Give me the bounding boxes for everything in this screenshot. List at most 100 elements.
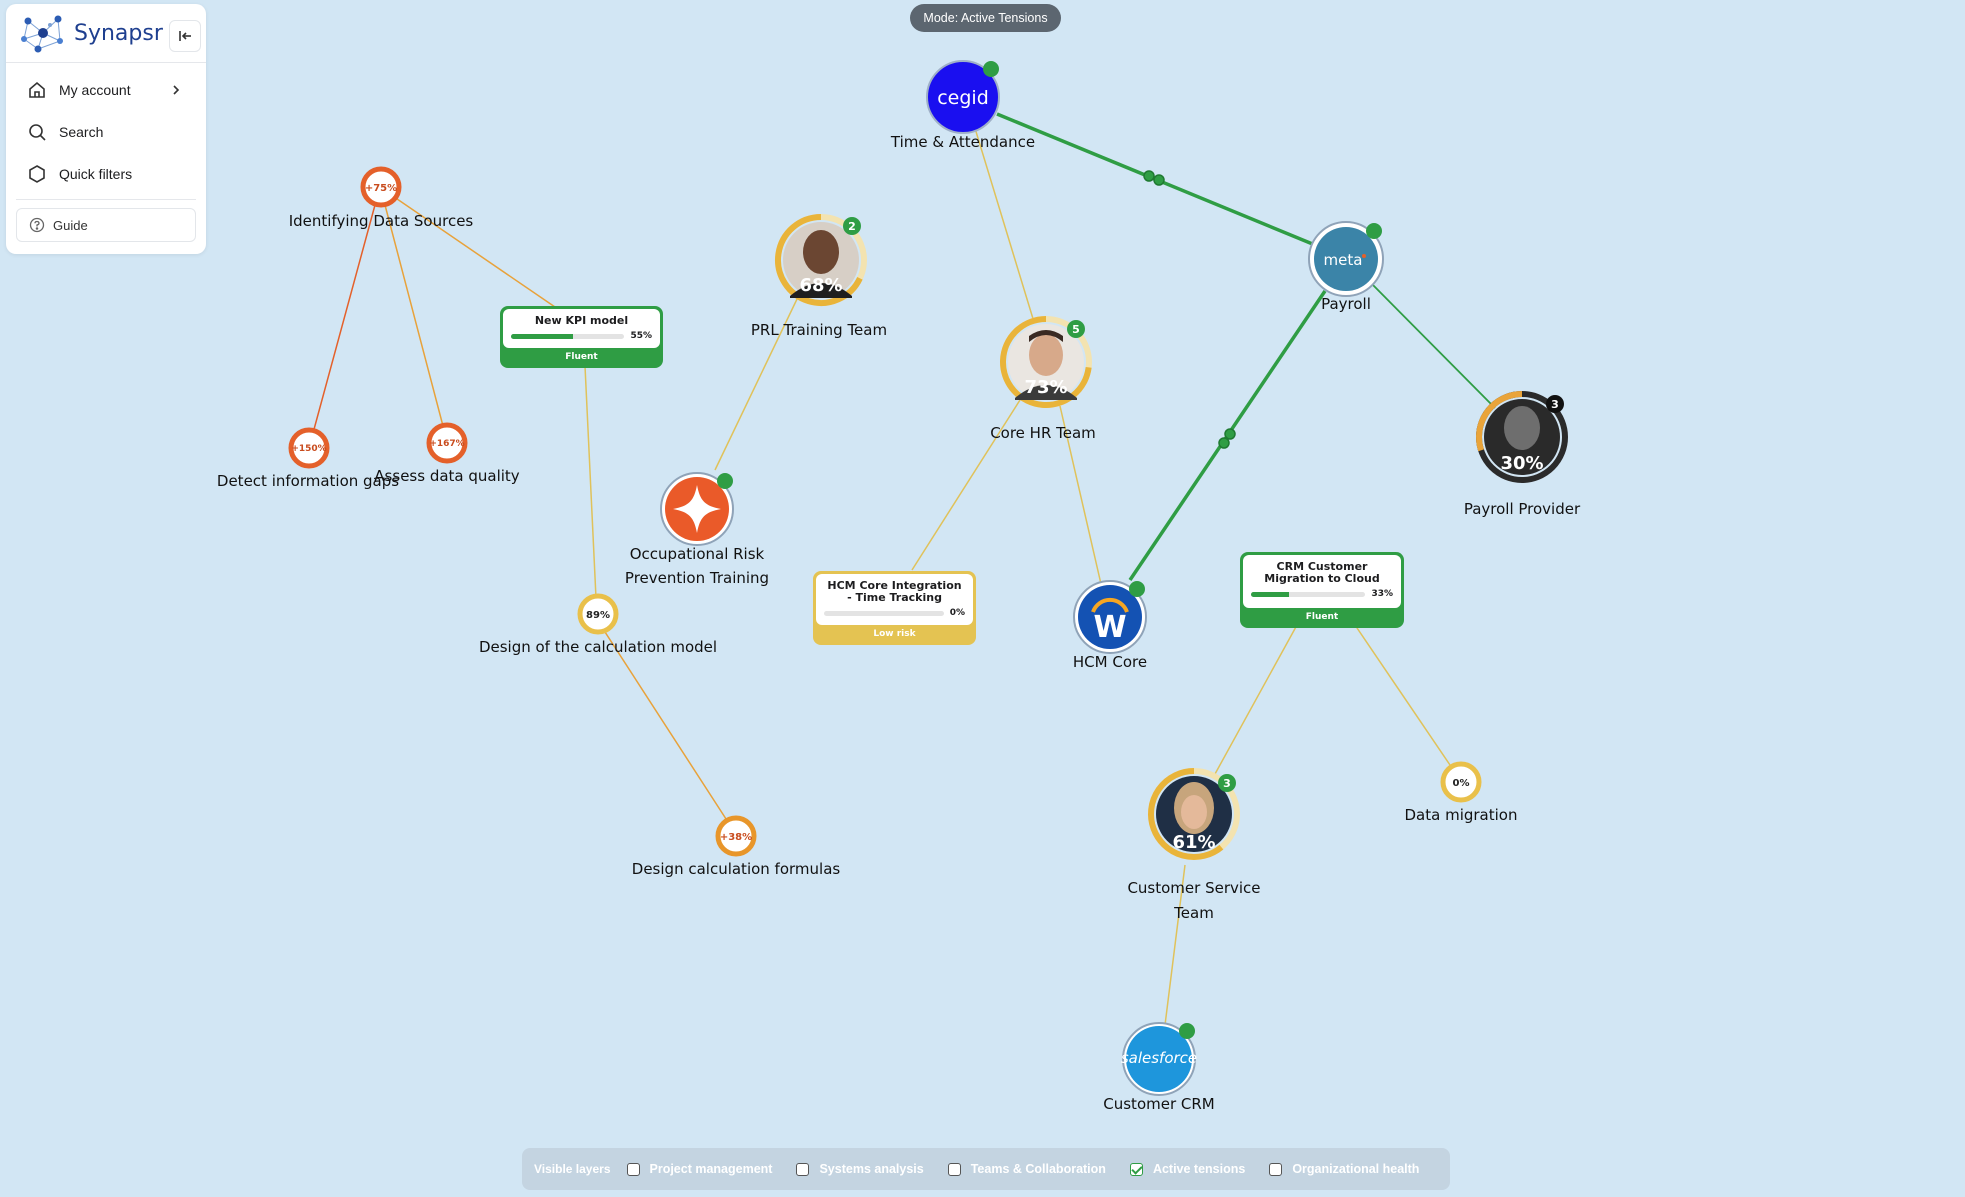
- layer-checkbox[interactable]: [796, 1162, 810, 1176]
- system-node-occ-risk[interactable]: Occupational Risk Prevention Training: [625, 472, 769, 587]
- task-label: Design calculation formulas: [632, 860, 841, 878]
- task-label: Identifying Data Sources: [289, 212, 474, 230]
- layer-teams-collaboration[interactable]: Teams & Collaboration: [947, 1162, 1106, 1176]
- edge-ids-assess: [384, 204, 444, 427]
- status-dot: [983, 61, 999, 77]
- team-node-customer-service[interactable]: 61% 3 Customer Service Team: [1127, 768, 1261, 922]
- status-label: Fluent: [565, 352, 598, 362]
- sidebar-item-label: My account: [59, 82, 131, 98]
- task-value: +167%: [429, 439, 464, 449]
- team-label: Customer Service: [1127, 879, 1260, 897]
- layer-systems-analysis[interactable]: Systems analysis: [796, 1162, 924, 1176]
- sidebar-menu: My account Search Quick filters: [6, 63, 206, 195]
- progress-bar: [824, 610, 944, 616]
- tension-marker-icon[interactable]: [1143, 170, 1165, 186]
- progress-ring: [1000, 316, 1092, 408]
- system-node-cegid[interactable]: cegid Time & Attendance: [890, 60, 1035, 151]
- layer-checkbox[interactable]: [1129, 1162, 1143, 1176]
- edge-cegid-corehr: [973, 124, 1035, 323]
- edge-prl-occ: [714, 296, 799, 471]
- status-label: Low risk: [873, 629, 916, 639]
- system-label: Occupational Risk: [630, 545, 765, 563]
- team-label: Core HR Team: [990, 424, 1096, 442]
- sidebar-item-my-account[interactable]: My account: [6, 69, 206, 111]
- team-label: Payroll Provider: [1464, 500, 1581, 518]
- layer-checkbox[interactable]: [1269, 1162, 1283, 1176]
- tension-marker-icon[interactable]: [1218, 428, 1236, 449]
- layer-checkbox[interactable]: [947, 1162, 961, 1176]
- sidebar-item-quick-filters[interactable]: Quick filters: [6, 153, 206, 195]
- task-node-design-model[interactable]: 89% Design of the calculation model: [479, 593, 717, 656]
- progress-bar: [1251, 591, 1366, 597]
- team-pct: 61%: [1172, 832, 1215, 853]
- project-card-hcm-tt[interactable]: HCM Core Integration - Time Tracking 0% …: [813, 571, 976, 645]
- system-label: Payroll: [1321, 295, 1371, 313]
- sidebar-item-search[interactable]: Search: [6, 111, 206, 153]
- task-node-design-formulas[interactable]: +38% Design calculation formulas: [632, 815, 841, 878]
- visible-layers-heading: Visible layers: [534, 1162, 611, 1176]
- layer-project-management[interactable]: Project management: [626, 1162, 773, 1176]
- task-value: +75%: [365, 183, 397, 194]
- progress-fill: [1251, 591, 1289, 597]
- system-node-salesforce[interactable]: salesforce Customer CRM: [1103, 1022, 1215, 1113]
- edge-crm-cs: [1214, 624, 1298, 775]
- brand[interactable]: Synapsr: [6, 4, 206, 63]
- project-title: New KPI model: [534, 314, 629, 327]
- task-node-assess[interactable]: +167% Assess data quality: [374, 422, 520, 485]
- synapsr-logo-icon: [21, 15, 63, 53]
- progress-ring: [1148, 768, 1224, 860]
- count-badge: [843, 217, 861, 235]
- team-node-payroll-provider[interactable]: 30% 3 Payroll Provider: [1464, 391, 1581, 518]
- task-value: +38%: [720, 832, 752, 843]
- project-card-body: CRM Customer Migration to Cloud 33%: [1243, 555, 1401, 608]
- progress-pct: 0%: [949, 608, 965, 618]
- guide-button[interactable]: Guide: [16, 208, 196, 242]
- system-label: Time & Attendance: [890, 133, 1035, 151]
- divider: [16, 199, 196, 200]
- star-sparkle-icon: [673, 485, 721, 533]
- collapse-sidebar-button[interactable]: [169, 20, 201, 52]
- team-label: Team: [1173, 904, 1214, 922]
- system-label: Prevention Training: [625, 569, 769, 587]
- team-pct: 30%: [1500, 453, 1543, 474]
- edge-kpi-design: [584, 365, 597, 599]
- brand-name: Synapsr: [74, 20, 163, 46]
- layer-label: Systems analysis: [819, 1162, 924, 1176]
- task-value: 0%: [1453, 778, 1470, 789]
- guide-label: Guide: [53, 217, 88, 233]
- layer-organizational-health[interactable]: Organizational health: [1269, 1162, 1419, 1176]
- task-label: Data migration: [1405, 806, 1518, 824]
- layer-label: Organizational health: [1292, 1162, 1420, 1176]
- status-dot: [1366, 223, 1382, 239]
- layer-active-tensions[interactable]: Active tensions: [1129, 1162, 1245, 1176]
- team-node-core-hr[interactable]: 73% 5 Core HR Team: [990, 316, 1096, 442]
- edge-corehr-hcmtt: [911, 399, 1021, 571]
- task-node-detect[interactable]: +150% Detect information gaps: [217, 427, 399, 490]
- help-circle-icon: [29, 217, 45, 233]
- system-node-payroll[interactable]: meta Payroll: [1308, 221, 1384, 313]
- task-node-ids[interactable]: +75% Identifying Data Sources: [289, 166, 474, 230]
- progress-pct: 55%: [630, 331, 652, 341]
- salesforce-logo: salesforce: [1121, 1049, 1197, 1067]
- system-label: HCM Core: [1073, 653, 1147, 671]
- system-node-hcm-core[interactable]: W HCM Core: [1073, 580, 1147, 671]
- layer-checkbox[interactable]: [626, 1162, 640, 1176]
- team-pct: 73%: [1024, 377, 1067, 398]
- count-badge-value: 2: [848, 220, 856, 233]
- task-node-data-migration[interactable]: 0% Data migration: [1405, 761, 1518, 824]
- layer-label: Project management: [649, 1162, 773, 1176]
- count-badge-value: 5: [1072, 323, 1080, 336]
- workday-logo: W: [1093, 610, 1126, 645]
- edge-crm-migration: [1354, 624, 1451, 766]
- home-icon: [29, 81, 45, 98]
- edge-corehr-hcmcore: [1059, 405, 1102, 585]
- team-node-prl[interactable]: 68% 2 PRL Training Team: [751, 214, 887, 339]
- project-title: HCM Core Integration - Time Tracking: [827, 579, 962, 604]
- project-card-kpi[interactable]: New KPI model 55% Fluent: [500, 306, 663, 368]
- project-title: CRM Customer Migration to Cloud: [1264, 560, 1380, 585]
- project-card-crm[interactable]: CRM Customer Migration to Cloud 33% Flue…: [1240, 552, 1404, 628]
- count-badge: [1546, 395, 1564, 413]
- count-badge: [1218, 774, 1236, 792]
- task-label: Design of the calculation model: [479, 638, 717, 656]
